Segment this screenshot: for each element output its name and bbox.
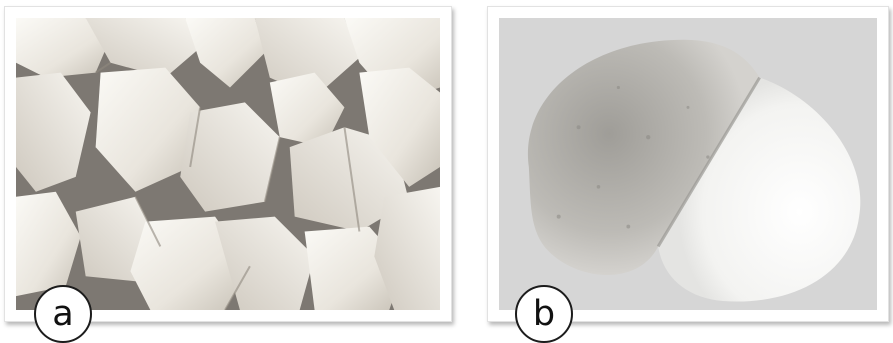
rock-chunks-image <box>16 18 440 310</box>
rock-chunks-photo <box>16 18 440 310</box>
panel-label-a: a <box>34 285 92 343</box>
powder-pile-photo <box>499 18 877 310</box>
powder-pile-image <box>499 18 877 310</box>
photo-panel-b <box>487 6 889 322</box>
photo-panel-a <box>4 6 452 322</box>
panel-label-b: b <box>515 285 573 343</box>
